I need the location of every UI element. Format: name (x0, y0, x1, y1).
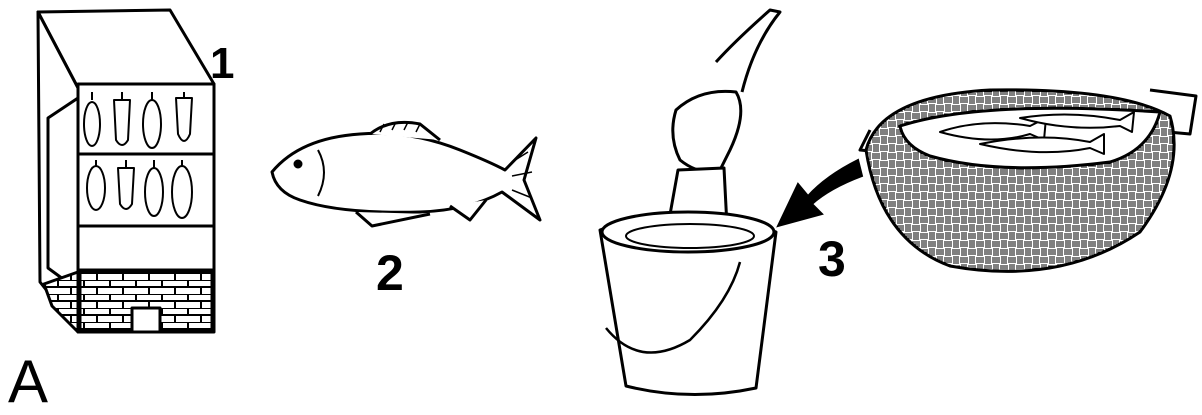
panel-label: A (8, 352, 48, 412)
smokehouse-drawing (38, 10, 214, 332)
illustration-canvas: A 1 2 3 (0, 0, 1202, 406)
step-number-2: 2 (376, 248, 404, 298)
step-number-1: 1 (210, 42, 234, 86)
fish-drawing (272, 122, 540, 226)
bucket-drawing (600, 10, 780, 395)
step-number-3: 3 (818, 234, 846, 284)
illustration-svg (0, 0, 1202, 406)
arrow-icon (778, 160, 862, 226)
basket-drawing (860, 90, 1196, 272)
